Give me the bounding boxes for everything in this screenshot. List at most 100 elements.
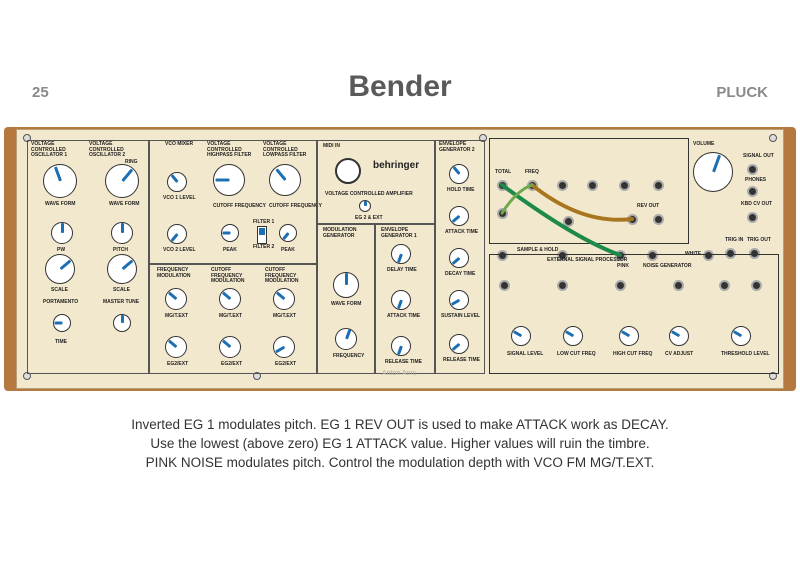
screw-icon bbox=[479, 134, 487, 142]
env-out-jack[interactable] bbox=[719, 280, 730, 291]
eg2-release-knob[interactable] bbox=[449, 334, 469, 354]
screw-icon bbox=[253, 372, 261, 380]
sh-out-jack[interactable] bbox=[557, 250, 568, 261]
pitch-knob[interactable] bbox=[111, 222, 133, 244]
eg1-release-knob[interactable] bbox=[391, 336, 411, 356]
eg2-hold-knob[interactable] bbox=[449, 164, 469, 184]
vco1-waveform-knob[interactable] bbox=[43, 164, 77, 198]
white-jack[interactable] bbox=[703, 250, 714, 261]
cm2-mg-label: MG/T.EXT bbox=[273, 313, 297, 319]
cm1-eg2-knob[interactable] bbox=[219, 336, 241, 358]
pink-label: PINK bbox=[617, 263, 629, 269]
brown-patch-cable[interactable] bbox=[530, 183, 634, 222]
master-tune-knob[interactable] bbox=[113, 314, 131, 332]
phones-jack[interactable] bbox=[747, 186, 758, 197]
cv-adjust-label: CV ADJUST bbox=[665, 351, 694, 357]
brand-logo: behringer bbox=[373, 160, 420, 171]
page-title: Bender bbox=[348, 70, 452, 103]
cv-adjust-knob[interactable] bbox=[669, 326, 689, 346]
bpf-out-jack[interactable] bbox=[615, 280, 626, 291]
phones-label: PHONES bbox=[745, 177, 767, 183]
vco1-scale-knob[interactable] bbox=[45, 254, 75, 284]
vco2-waveform-knob[interactable] bbox=[105, 164, 139, 198]
portamento-knob[interactable] bbox=[53, 314, 71, 332]
vco2-level-knob[interactable] bbox=[167, 224, 187, 244]
vco1-level-knob[interactable] bbox=[167, 172, 187, 192]
midi-in-title: MIDI IN bbox=[323, 143, 340, 149]
vca-eg2-knob[interactable] bbox=[359, 200, 371, 212]
mg-out-jack[interactable] bbox=[563, 216, 574, 227]
cm1-mg-knob[interactable] bbox=[219, 288, 241, 310]
cutoff-mod2-title: CUTOFF FREQUENCY MODULATION bbox=[265, 267, 299, 284]
cm1-eg2-label: EG2/EXT bbox=[221, 361, 243, 367]
fm-eg2-knob[interactable] bbox=[165, 336, 187, 358]
eg2-attack-knob[interactable] bbox=[449, 206, 469, 226]
hpf-peak-knob[interactable] bbox=[221, 224, 239, 242]
screw-icon bbox=[769, 134, 777, 142]
midi-port-icon bbox=[335, 158, 361, 184]
volume-knob[interactable] bbox=[693, 152, 733, 192]
signal-out-jack[interactable] bbox=[747, 164, 758, 175]
pitch-label: PITCH bbox=[113, 247, 128, 253]
portamento-label: PORTAMENTO bbox=[43, 299, 79, 305]
signal-level-knob[interactable] bbox=[511, 326, 531, 346]
eg1-attack-label: ATTACK TIME bbox=[387, 313, 421, 319]
modulation-section bbox=[149, 264, 317, 374]
freq-label: FREQ bbox=[525, 169, 539, 175]
cv-out-jack[interactable] bbox=[673, 280, 684, 291]
cm2-eg2-label: EG2/EXT bbox=[275, 361, 297, 367]
green-patch-cable[interactable] bbox=[500, 183, 622, 257]
trig-out-jack[interactable] bbox=[749, 248, 760, 259]
vco2-scale-knob[interactable] bbox=[107, 254, 137, 284]
cutoff-jack[interactable] bbox=[587, 180, 598, 191]
ext-signal-jack[interactable] bbox=[557, 180, 568, 191]
noise-out-jack[interactable] bbox=[647, 250, 658, 261]
kbd-cv-jack[interactable] bbox=[747, 212, 758, 223]
esp-trig-out-jack[interactable] bbox=[751, 280, 762, 291]
mg-frequency-label: FREQUENCY bbox=[333, 353, 365, 359]
esp-signal-in-jack[interactable] bbox=[499, 280, 510, 291]
lpf-peak-knob[interactable] bbox=[279, 224, 297, 242]
vco-mixer-title: VCO MIXER bbox=[165, 141, 194, 147]
synth-panel: VOLTAGE CONTROLLED OSCILLATOR 1 VOLTAGE … bbox=[4, 127, 796, 391]
vco2-level-label: VCO 2 LEVEL bbox=[163, 247, 196, 253]
total-label: TOTAL bbox=[495, 169, 512, 175]
pw-knob[interactable] bbox=[51, 222, 73, 244]
low-cut-knob[interactable] bbox=[563, 326, 583, 346]
vca-eg2-label: EG 2 & EXT bbox=[355, 215, 383, 221]
fm-mg-knob[interactable] bbox=[165, 288, 187, 310]
eg2-hold-label: HOLD TIME bbox=[447, 187, 475, 193]
eg1-attack-knob[interactable] bbox=[391, 290, 411, 310]
high-cut-label: HIGH CUT FREQ bbox=[613, 351, 653, 357]
hpf-cutoff-knob[interactable] bbox=[213, 164, 245, 196]
cm2-eg2-knob[interactable] bbox=[273, 336, 295, 358]
vca-title: VOLTAGE CONTROLLED AMPLIFIER bbox=[325, 191, 413, 197]
signal-level-label: SIGNAL LEVEL bbox=[507, 351, 544, 357]
lpf-cutoff-knob[interactable] bbox=[269, 164, 301, 196]
high-cut-knob[interactable] bbox=[619, 326, 639, 346]
eg2-decay-knob[interactable] bbox=[449, 248, 469, 268]
caption-line-1: Inverted EG 1 modulates pitch. EG 1 REV … bbox=[131, 417, 669, 432]
eg1-delay-label: DELAY TIME bbox=[387, 267, 417, 273]
trig-in-jack[interactable] bbox=[725, 248, 736, 259]
threshold-knob[interactable] bbox=[731, 326, 751, 346]
eg1-delay-knob[interactable] bbox=[391, 244, 411, 264]
cutoff2-jack[interactable] bbox=[619, 180, 630, 191]
initial-gain-jack[interactable] bbox=[653, 180, 664, 191]
mg-frequency-knob[interactable] bbox=[335, 328, 357, 350]
vco2-scale-label: SCALE bbox=[113, 287, 130, 293]
eg2-sustain-knob[interactable] bbox=[449, 290, 469, 310]
patch-type-label: PLUCK bbox=[716, 84, 768, 101]
eg1-section bbox=[375, 224, 435, 374]
lightgreen-patch-cable[interactable] bbox=[500, 183, 534, 215]
hpf-cutoff-label: CUTOFF FREQUENCY bbox=[213, 203, 266, 209]
esp-out-jack[interactable] bbox=[557, 280, 568, 291]
eg-out-jack[interactable] bbox=[653, 214, 664, 225]
mg-waveform-knob[interactable] bbox=[333, 272, 359, 298]
midi-vca-section bbox=[317, 140, 435, 224]
filter-switch[interactable] bbox=[257, 226, 267, 244]
mod-gen-section bbox=[317, 224, 375, 374]
sh-in-jack[interactable] bbox=[497, 250, 508, 261]
page-number: 25 bbox=[32, 84, 49, 101]
cm2-mg-knob[interactable] bbox=[273, 288, 295, 310]
